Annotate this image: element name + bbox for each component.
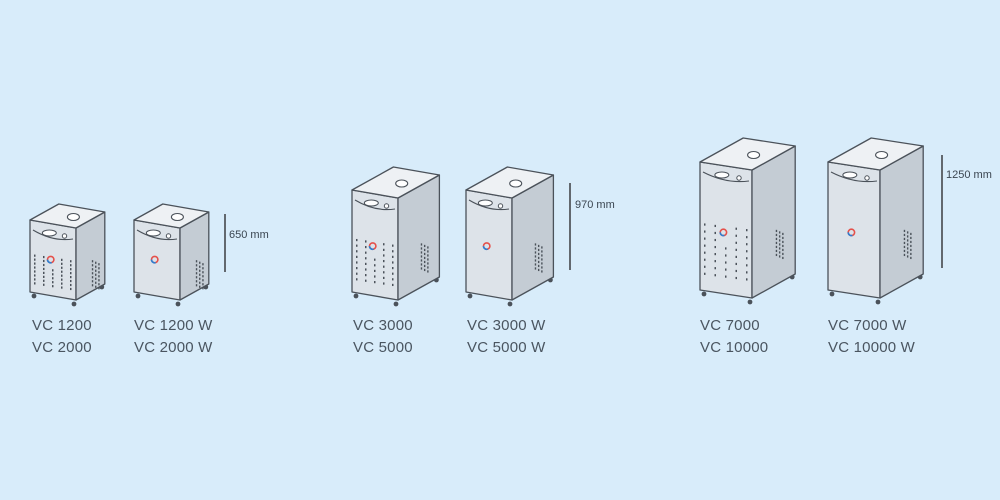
display-icon (363, 199, 379, 207)
knob-icon (736, 175, 742, 181)
filler-cap (509, 179, 523, 188)
chiller-unit (465, 166, 555, 307)
chiller-unit (133, 203, 210, 307)
logo-icon (847, 232, 853, 237)
knob-icon (61, 233, 68, 239)
filler-cap (66, 212, 80, 222)
filler-cap (170, 212, 184, 222)
chiller-unit (827, 137, 924, 305)
display-icon (714, 171, 730, 179)
foot (507, 301, 513, 307)
knob-icon (383, 203, 390, 209)
foot (701, 291, 707, 297)
control-panel-edge (354, 199, 396, 211)
side-vents (91, 260, 100, 290)
control-panel-edge (136, 229, 178, 241)
chiller-unit (699, 137, 796, 305)
foot (875, 299, 881, 305)
display-icon (477, 199, 493, 207)
foot (31, 293, 37, 299)
front-vents (704, 223, 748, 281)
control-panel-edge (830, 171, 878, 183)
logo-icon (482, 245, 488, 251)
side-vents (775, 229, 784, 260)
foot (135, 293, 141, 299)
side-vents (420, 243, 429, 273)
height-dimension-label: 970 mm (575, 199, 615, 211)
front-vents (34, 254, 72, 291)
side-vents (903, 229, 912, 260)
foot (71, 301, 77, 307)
knob-icon (497, 203, 504, 209)
knob-icon (864, 175, 870, 181)
side-vents (534, 243, 543, 273)
display-icon (145, 229, 161, 237)
control-panel-edge (468, 199, 510, 211)
chiller-unit (29, 203, 106, 307)
foot (747, 299, 753, 305)
display-icon (842, 171, 858, 179)
filler-cap (747, 150, 761, 160)
logo-icon (368, 245, 374, 251)
side-panel (751, 145, 796, 299)
height-dimension-label: 1250 mm (946, 169, 992, 181)
logo-icon (719, 232, 725, 237)
filler-cap (875, 150, 889, 160)
control-panel-edge (702, 171, 750, 183)
front-vents (356, 238, 394, 287)
side-panel (879, 145, 924, 299)
foot (175, 301, 181, 307)
display-icon (41, 229, 57, 237)
foot (393, 301, 399, 307)
logo-icon (46, 259, 52, 264)
height-dimension-label: 650 mm (229, 229, 269, 241)
logo-icon (150, 259, 156, 264)
filler-cap (395, 179, 409, 188)
foot (467, 293, 473, 299)
side-vents (195, 260, 204, 290)
chiller-unit (351, 166, 441, 307)
foot (829, 291, 835, 297)
control-panel-edge (32, 229, 74, 241)
foot (353, 293, 359, 299)
knob-icon (165, 233, 172, 239)
